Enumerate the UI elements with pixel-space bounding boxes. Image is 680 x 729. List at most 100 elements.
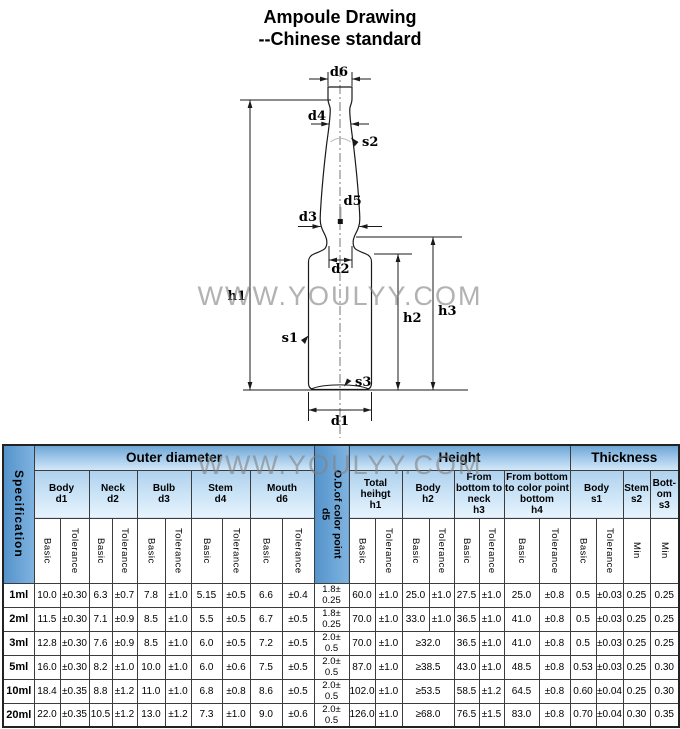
label-s2: s2 xyxy=(362,135,378,150)
group-outer-diameter: Outer diameter xyxy=(33,444,315,471)
sub-tolerance: Tolerance xyxy=(281,517,315,584)
table-cell: 27.5 xyxy=(453,582,480,608)
h1-arrow-top xyxy=(247,100,253,108)
table-cell: 2.0± 0.5 xyxy=(313,678,350,704)
sub-basic: Basic xyxy=(88,517,113,584)
label-h3: h3 xyxy=(438,304,457,319)
table-row: 10ml 18.4 ±0.35 8.8 ±1.2 11.0 ±1.0 6.8 ±… xyxy=(2,678,680,704)
table-cell: 41.0 xyxy=(503,630,540,656)
table-cell: 2.0± 0.5 xyxy=(313,702,350,728)
sub-min: Min xyxy=(649,517,680,584)
table-cell: ±0.9 xyxy=(111,630,138,656)
s3-arrow xyxy=(344,378,352,387)
table-cell-h2-merged: ≥68.0 xyxy=(401,702,455,728)
d3-arrow-left xyxy=(312,224,321,229)
sub-tolerance: Tolerance xyxy=(595,517,624,584)
sub-tolerance: Tolerance xyxy=(164,517,192,584)
table-cell: 6.7 xyxy=(249,606,283,632)
row-spec-label: 5ml xyxy=(2,654,35,680)
table-cell: ±0.30 xyxy=(59,606,90,632)
d6-arrow-right xyxy=(352,76,360,82)
table-cell: ±0.9 xyxy=(111,606,138,632)
table-cell: 7.6 xyxy=(88,630,113,656)
table-cell: 0.25 xyxy=(649,630,680,656)
table-cell: 0.5 xyxy=(569,606,597,632)
h1-arrow-bottom xyxy=(247,382,253,390)
table-cell: 6.8 xyxy=(190,678,223,704)
table-cell: ±1.2 xyxy=(478,678,505,704)
sub-basic: Basic xyxy=(33,517,61,584)
sub-tolerance: Tolerance xyxy=(111,517,138,584)
label-s3: s3 xyxy=(355,375,371,390)
table-cell: 16.0 xyxy=(33,654,61,680)
sub-tolerance: Tolerance xyxy=(478,517,505,584)
color-point-code: d5 xyxy=(319,508,332,521)
table-cell: 102.0 xyxy=(348,678,376,704)
table-cell: ±1.0 xyxy=(374,582,403,608)
table-cell: ±0.03 xyxy=(595,582,624,608)
table-cell: ±1.0 xyxy=(164,678,192,704)
d2-arrow-right xyxy=(344,257,352,263)
table-cell: ±0.8 xyxy=(538,678,571,704)
table-cell: ±0.5 xyxy=(281,630,315,656)
table-row: 5ml 16.0 ±0.30 8.2 ±1.0 10.0 ±1.0 6.0 ±0… xyxy=(2,654,680,680)
table-cell: 0.25 xyxy=(622,678,651,704)
table-cell: ±0.4 xyxy=(281,582,315,608)
dim-h2 xyxy=(374,253,412,390)
sub-basic: Basic xyxy=(190,517,223,584)
table-cell: ±0.7 xyxy=(111,582,138,608)
table-cell: ±0.5 xyxy=(281,678,315,704)
label-d3: d3 xyxy=(299,210,317,225)
d1-arrow-left xyxy=(308,407,317,413)
table-cell: 64.5 xyxy=(503,678,540,704)
table-cell: 0.53 xyxy=(569,654,597,680)
table-cell: 0.5 xyxy=(569,582,597,608)
table-cell: 10.0 xyxy=(33,582,61,608)
table-cell: ±0.03 xyxy=(595,654,624,680)
d3-arrow-right xyxy=(359,224,368,229)
table-cell: 22.0 xyxy=(33,702,61,728)
d2-arrow-left xyxy=(329,257,337,263)
sub-basic: Basic xyxy=(569,517,597,584)
table-row: 3ml 12.8 ±0.30 7.6 ±0.9 8.5 ±1.0 6.0 ±0.… xyxy=(2,630,680,656)
table-cell-h2-merged: ≥38.5 xyxy=(401,654,455,680)
table-cell: ±1.0 xyxy=(111,654,138,680)
table-cell: ±1.0 xyxy=(478,606,505,632)
label-h1: h1 xyxy=(228,289,247,304)
label-d6: d6 xyxy=(330,65,348,80)
table-cell: ±0.04 xyxy=(595,702,624,728)
table-cell: 1.8± 0.25 xyxy=(313,582,350,608)
table-cell: 60.0 xyxy=(348,582,376,608)
table-cell: 0.30 xyxy=(649,654,680,680)
table-cell: 0.25 xyxy=(622,654,651,680)
table-cell: ±1.0 xyxy=(221,702,251,728)
table-cell: 5.5 xyxy=(190,606,223,632)
table-cell: 41.0 xyxy=(503,606,540,632)
group-thickness: Thickness xyxy=(569,444,680,471)
table-cell: ±1.0 xyxy=(164,654,192,680)
sub-basic: Basic xyxy=(136,517,166,584)
table-cell: ±0.6 xyxy=(281,702,315,728)
h2-arrow-bottom xyxy=(395,382,401,390)
label-d2: d2 xyxy=(331,262,349,277)
row-spec-label: 2ml xyxy=(2,606,35,632)
table-cell: ±0.8 xyxy=(538,702,571,728)
table-cell: 0.5 xyxy=(569,630,597,656)
sub-basic: Basic xyxy=(249,517,283,584)
table-cell: ±1.0 xyxy=(428,582,455,608)
table-cell: ±0.8 xyxy=(538,606,571,632)
table-cell: ±0.5 xyxy=(221,606,251,632)
table-cell: ±0.8 xyxy=(221,678,251,704)
row-spec-label: 1ml xyxy=(2,582,35,608)
table-cell: 8.6 xyxy=(249,678,283,704)
table-cell: 33.0 xyxy=(401,606,430,632)
table-cell: 76.5 xyxy=(453,702,480,728)
table-cell: ±0.30 xyxy=(59,582,90,608)
table-cell: 126.0 xyxy=(348,702,376,728)
table-cell: ±1.0 xyxy=(164,582,192,608)
table-cell: 70.0 xyxy=(348,630,376,656)
d4-arrow-left xyxy=(321,121,330,127)
